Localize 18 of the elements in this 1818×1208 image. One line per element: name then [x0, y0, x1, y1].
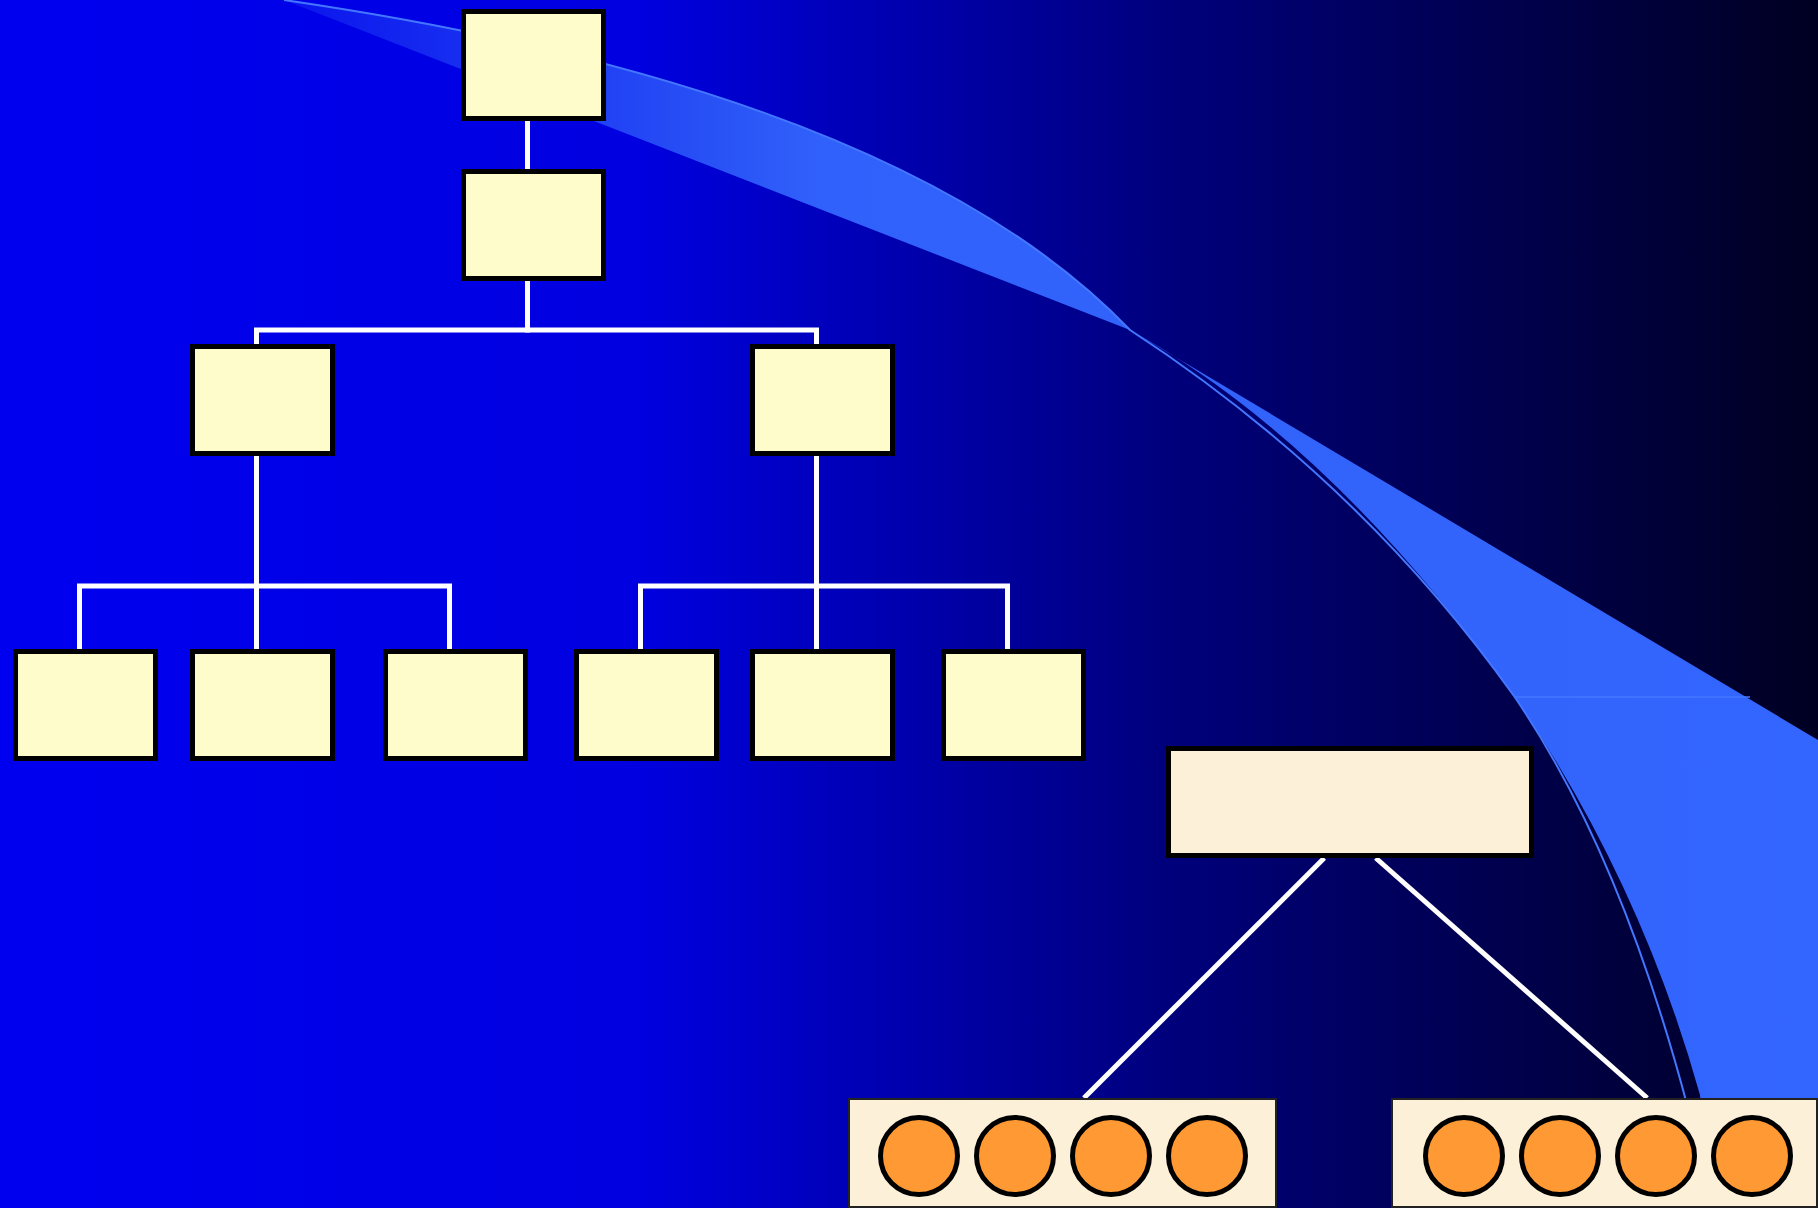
org-box [190, 649, 335, 761]
org-box [750, 649, 895, 761]
org-box [574, 649, 719, 761]
connector-line [525, 281, 819, 344]
container-box [1391, 1098, 1818, 1208]
org-box [461, 9, 606, 121]
connector-line [525, 121, 530, 169]
org-box [461, 169, 606, 281]
org-box [941, 649, 1086, 761]
org-box [750, 344, 895, 456]
group-box [1166, 746, 1534, 858]
connector-line [814, 456, 1010, 649]
connector-line [1082, 856, 1326, 1100]
org-box [383, 649, 528, 761]
org-box [190, 344, 335, 456]
connector-line [1374, 856, 1649, 1100]
container-box [848, 1098, 1277, 1208]
org-box [13, 649, 158, 761]
